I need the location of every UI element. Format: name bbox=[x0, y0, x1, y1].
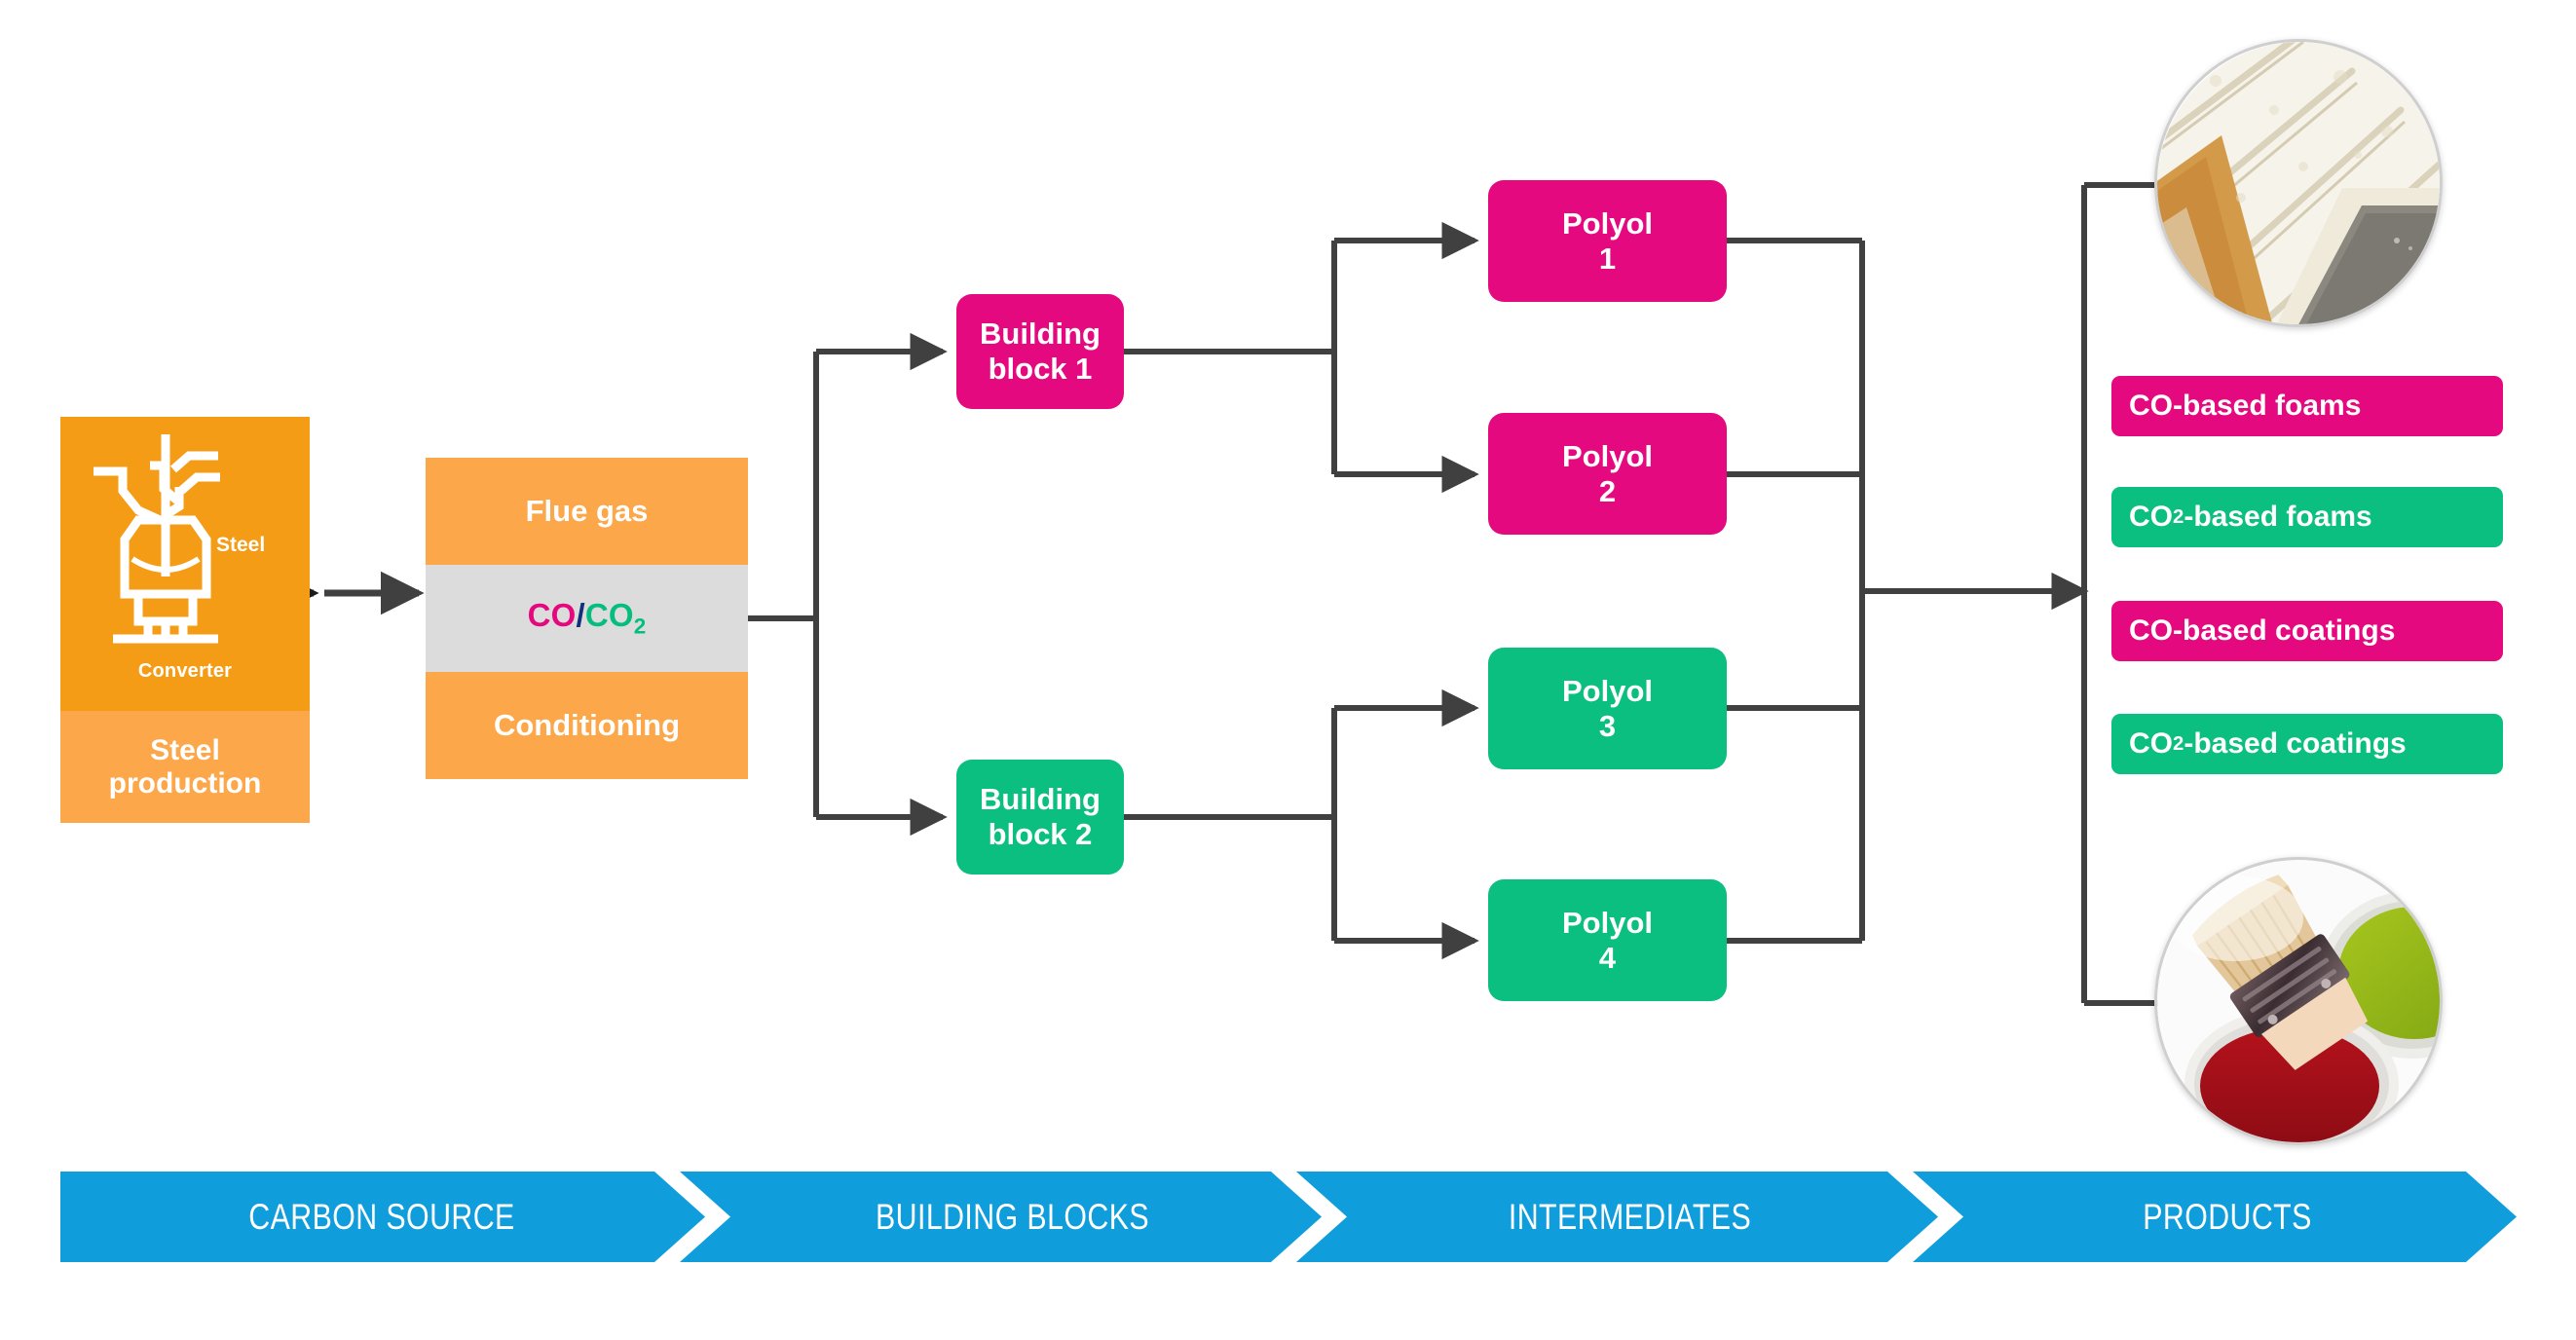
polyol-1-line1: Polyol bbox=[1561, 205, 1653, 241]
steel-production-label: Steel production bbox=[109, 734, 262, 800]
polyol-2-line1: Polyol bbox=[1561, 438, 1653, 473]
product-0-prefix: CO bbox=[2129, 390, 2173, 422]
building-block-1-line2: block 1 bbox=[988, 352, 1093, 386]
stage-shape-products bbox=[1913, 1172, 2517, 1262]
product-2-suffix: -based coatings bbox=[2173, 614, 2396, 647]
slash-text: / bbox=[576, 597, 585, 634]
product-1-prefix: CO bbox=[2129, 501, 2173, 533]
conditioning-row: Conditioning bbox=[426, 672, 748, 779]
polyol-4-line1: Polyol bbox=[1561, 905, 1653, 940]
stage-shape-building-blocks bbox=[680, 1172, 1322, 1262]
stage-shape-intermediates bbox=[1296, 1172, 1938, 1262]
product-3-sub: 2 bbox=[2173, 732, 2184, 755]
co-co2-row: CO/CO2 bbox=[426, 565, 748, 672]
building-block-2-line1: Building bbox=[980, 782, 1101, 817]
steel-output-label: Steel bbox=[216, 534, 266, 556]
product-co-based-coatings: CO-based coatings bbox=[2111, 601, 2503, 661]
steel-converter-icon bbox=[88, 430, 243, 659]
product-2-prefix: CO bbox=[2129, 614, 2173, 647]
product-1-sub: 2 bbox=[2173, 505, 2184, 528]
product-1-suffix: -based foams bbox=[2184, 501, 2372, 533]
flue-gas-label: Flue gas bbox=[525, 494, 649, 528]
product-3-prefix: CO bbox=[2129, 727, 2173, 760]
steel-production-line2: production bbox=[108, 766, 262, 800]
polyol-2-line2: 2 bbox=[1598, 473, 1617, 508]
steel-production-line1: Steel bbox=[150, 733, 220, 766]
flue-gas-stack: Flue gas CO/CO2 Conditioning bbox=[426, 458, 748, 779]
stage-label-intermediates: INTERMEDIATES bbox=[1508, 1196, 1752, 1237]
stage-banner: CARBON SOURCE BUILDING BLOCKS INTERMEDIA… bbox=[60, 1172, 2517, 1262]
polyol-3: Polyol 3 bbox=[1488, 648, 1727, 769]
co2-subscript: 2 bbox=[633, 614, 647, 639]
polyol-3-line2: 3 bbox=[1598, 708, 1617, 743]
paint-brush-photo bbox=[2154, 857, 2443, 1145]
stage-label-carbon-source: CARBON SOURCE bbox=[248, 1196, 515, 1237]
steel-production-block: Steel Converter Steel production bbox=[60, 417, 310, 823]
conditioning-label: Conditioning bbox=[493, 708, 681, 742]
polyol-1-line2: 1 bbox=[1598, 241, 1617, 276]
stage-label-building-blocks: BUILDING BLOCKS bbox=[876, 1196, 1149, 1237]
product-3-suffix: -based coatings bbox=[2184, 727, 2407, 760]
polyol-2: Polyol 2 bbox=[1488, 413, 1727, 535]
polyol-4-line2: 4 bbox=[1598, 940, 1617, 975]
polyol-1: Polyol 1 bbox=[1488, 180, 1727, 302]
product-co-based-foams: CO-based foams bbox=[2111, 376, 2503, 436]
converter-panel: Steel Converter bbox=[60, 417, 310, 711]
co2-text: CO bbox=[584, 597, 634, 634]
polyol-4: Polyol 4 bbox=[1488, 879, 1727, 1001]
flue-gas-row: Flue gas bbox=[426, 458, 748, 565]
co-text: CO bbox=[527, 597, 577, 634]
building-block-2: Building block 2 bbox=[956, 760, 1124, 875]
building-block-1: Building block 1 bbox=[956, 294, 1124, 409]
steel-production-label-panel: Steel production bbox=[60, 711, 310, 823]
product-0-suffix: -based foams bbox=[2173, 390, 2362, 422]
co-co2-label: CO/CO2 bbox=[528, 597, 647, 640]
converter-caption: Converter bbox=[137, 660, 233, 682]
building-block-1-line1: Building bbox=[980, 316, 1101, 352]
polyol-3-line1: Polyol bbox=[1561, 673, 1653, 708]
insulation-foam-photo bbox=[2154, 39, 2443, 327]
stage-banner-shapes bbox=[60, 1172, 2517, 1262]
building-block-2-line2: block 2 bbox=[988, 817, 1093, 851]
stage-label-products: PRODUCTS bbox=[2143, 1196, 2312, 1237]
stage-shape-carbon-source bbox=[60, 1172, 705, 1262]
